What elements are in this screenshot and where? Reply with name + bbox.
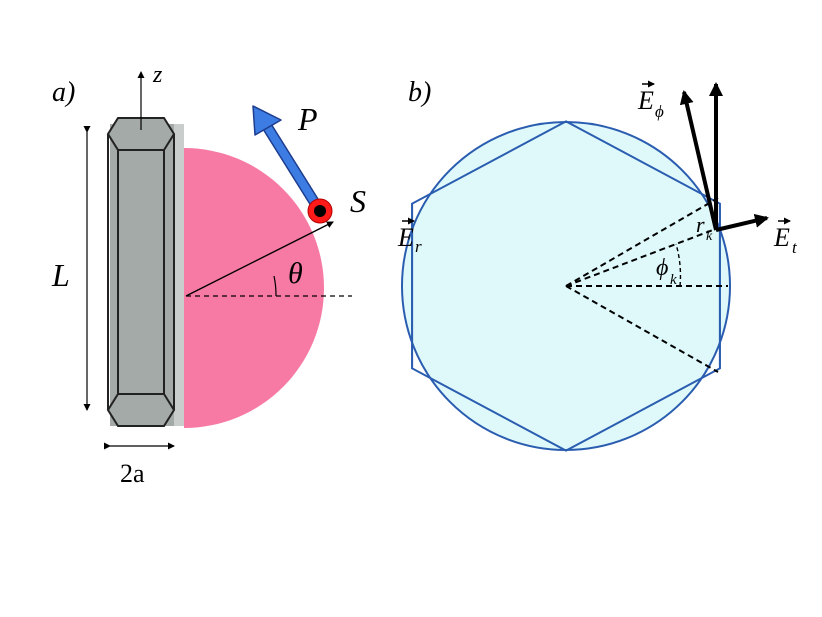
svg-text:E: E bbox=[637, 86, 654, 115]
s-out-of-page-icon bbox=[307, 198, 333, 224]
panel-a: a) z L 2a θ P S bbox=[51, 62, 366, 488]
svg-text:E: E bbox=[773, 223, 790, 252]
radiation-lobe bbox=[184, 148, 324, 428]
r-k-label: r k bbox=[696, 212, 713, 244]
phi-k-arc bbox=[675, 243, 682, 287]
length-label: L bbox=[51, 257, 70, 293]
svg-text:ϕ: ϕ bbox=[656, 255, 668, 281]
svg-text:k: k bbox=[670, 272, 677, 288]
z-axis-label: z bbox=[152, 62, 163, 88]
panel-a-label: a) bbox=[52, 77, 75, 108]
dashed-radial-lines bbox=[565, 197, 728, 373]
e-phi-label: E ϕ bbox=[637, 80, 664, 121]
radius-arrow bbox=[185, 221, 334, 297]
theta-arc bbox=[273, 275, 277, 297]
p-label: P bbox=[297, 101, 318, 137]
e-phi-arrow bbox=[679, 90, 718, 231]
phi-k-label: ϕ k bbox=[656, 255, 677, 288]
e-t-label: E t bbox=[773, 217, 798, 257]
panel-b-label: b) bbox=[408, 77, 431, 108]
svg-text:E: E bbox=[397, 223, 414, 252]
e-t-arrow bbox=[715, 213, 769, 232]
field-vectors bbox=[679, 82, 769, 232]
s-label: S bbox=[350, 183, 366, 219]
svg-text:t: t bbox=[792, 238, 798, 257]
hexagon-outline bbox=[411, 120, 721, 452]
svg-text:k: k bbox=[706, 229, 713, 244]
svg-text:r: r bbox=[696, 212, 705, 237]
svg-text:r: r bbox=[415, 237, 422, 256]
p-arrow bbox=[252, 105, 323, 211]
panel-b: b) E r E ϕ E t r k ϕ k bbox=[397, 77, 798, 452]
e-r-label: E r bbox=[397, 217, 422, 256]
theta-label: θ bbox=[288, 257, 303, 290]
width-label: 2a bbox=[120, 459, 145, 488]
hexagonal-rod bbox=[106, 117, 184, 427]
svg-text:ϕ: ϕ bbox=[655, 102, 664, 121]
